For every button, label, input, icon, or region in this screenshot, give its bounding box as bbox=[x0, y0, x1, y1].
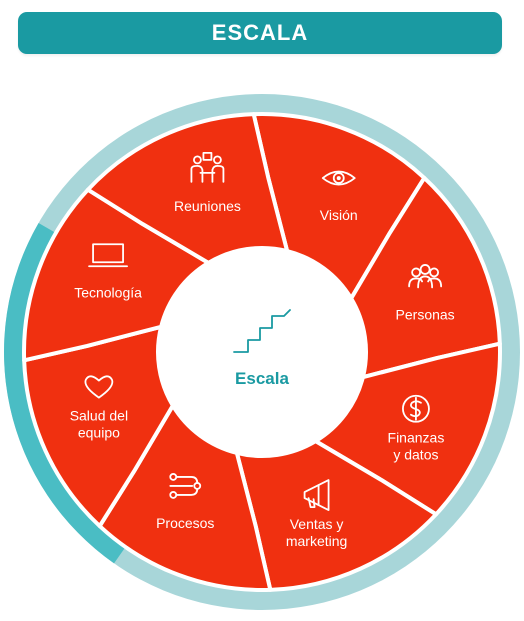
segment-label: Visión bbox=[320, 207, 358, 223]
stairs-icon bbox=[233, 309, 291, 353]
eye-icon bbox=[321, 170, 356, 186]
process-flow-icon bbox=[169, 473, 202, 499]
segment-label: Ventas y bbox=[290, 516, 344, 532]
segment-label: y datos bbox=[393, 447, 438, 463]
ring-highlight bbox=[3, 223, 126, 564]
center-hub bbox=[158, 248, 366, 456]
people-group-icon bbox=[408, 264, 443, 289]
segment-label: Reuniones bbox=[174, 198, 241, 214]
segment-label: marketing bbox=[286, 533, 347, 549]
megaphone-icon bbox=[303, 479, 330, 512]
header-title: ESCALA bbox=[211, 20, 309, 45]
meeting-icon bbox=[190, 151, 225, 183]
heart-icon bbox=[84, 375, 114, 399]
laptop-icon bbox=[88, 243, 128, 268]
segment-label: Salud del bbox=[70, 408, 128, 424]
segment-8: Reuniones bbox=[85, 112, 290, 265]
header-banner: ESCALA bbox=[18, 12, 502, 54]
segment-label: Tecnología bbox=[74, 284, 142, 300]
center-label: Escala bbox=[235, 369, 289, 388]
segment-label: equipo bbox=[78, 425, 120, 441]
segment-label: Procesos bbox=[156, 515, 214, 531]
dollar-coin-icon bbox=[402, 394, 430, 423]
segment-label: Personas bbox=[396, 306, 455, 322]
segment-label: Finanzas bbox=[388, 430, 445, 446]
